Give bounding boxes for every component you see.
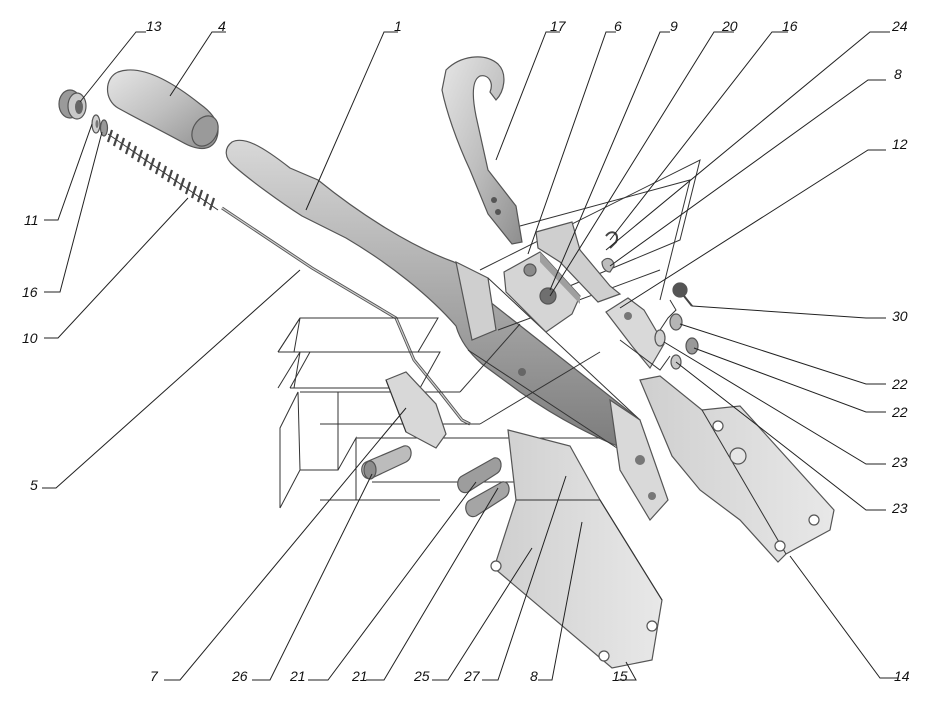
callout-23b: 23	[891, 500, 908, 516]
callout-labels: 13 4 1 17 6 9 20 16 24 8 12 30 22 22 23 …	[22, 18, 910, 684]
callout-14: 14	[894, 668, 910, 684]
callout-30: 30	[892, 308, 908, 324]
callout-7: 7	[150, 668, 159, 684]
callout-23a: 23	[891, 454, 908, 470]
part-bracket-14	[639, 375, 835, 563]
callout-21a: 21	[289, 668, 306, 684]
part-grip-4	[106, 69, 219, 150]
callout-10: 10	[22, 330, 38, 346]
part-washers-22-23	[654, 313, 699, 370]
part-pin-26	[361, 445, 412, 480]
part-ratchet-17	[441, 56, 523, 245]
callout-17: 17	[550, 18, 567, 34]
callout-8-bottom: 8	[530, 668, 538, 684]
callout-12: 12	[892, 136, 908, 152]
part-pawl-7	[385, 371, 447, 449]
part-bracket-6	[503, 251, 581, 333]
leader-lines	[42, 31, 898, 681]
callout-22a: 22	[891, 376, 908, 392]
callout-4: 4	[218, 18, 226, 34]
part-pins-21	[457, 457, 510, 518]
callout-11: 11	[24, 212, 39, 228]
callout-16-left: 16	[22, 284, 38, 300]
callout-21b: 21	[351, 668, 368, 684]
callout-9: 9	[670, 18, 678, 34]
callout-20: 20	[721, 18, 738, 34]
part-washer-11	[91, 114, 101, 134]
callout-24: 24	[891, 18, 908, 34]
part-bolt-30	[659, 282, 693, 331]
callout-1: 1	[394, 18, 402, 34]
callout-6: 6	[614, 18, 622, 34]
callout-26: 26	[231, 668, 248, 684]
callout-15: 15	[612, 668, 628, 684]
part-rod-5	[221, 206, 471, 426]
part-bracket-15	[490, 429, 663, 669]
callout-13: 13	[146, 18, 162, 34]
callout-22b: 22	[891, 404, 908, 420]
part-bushing-13	[58, 89, 87, 120]
callout-16-top: 16	[782, 18, 798, 34]
part-spring-10	[106, 129, 219, 211]
part-clip-8-top	[601, 257, 615, 273]
part-ring-16-left	[99, 119, 109, 137]
callout-5: 5	[30, 477, 38, 493]
callout-27: 27	[463, 668, 481, 684]
callout-8-top: 8	[894, 66, 902, 82]
assembly-outline	[277, 159, 701, 509]
part-lever-1	[225, 139, 669, 522]
callout-25: 25	[413, 668, 430, 684]
